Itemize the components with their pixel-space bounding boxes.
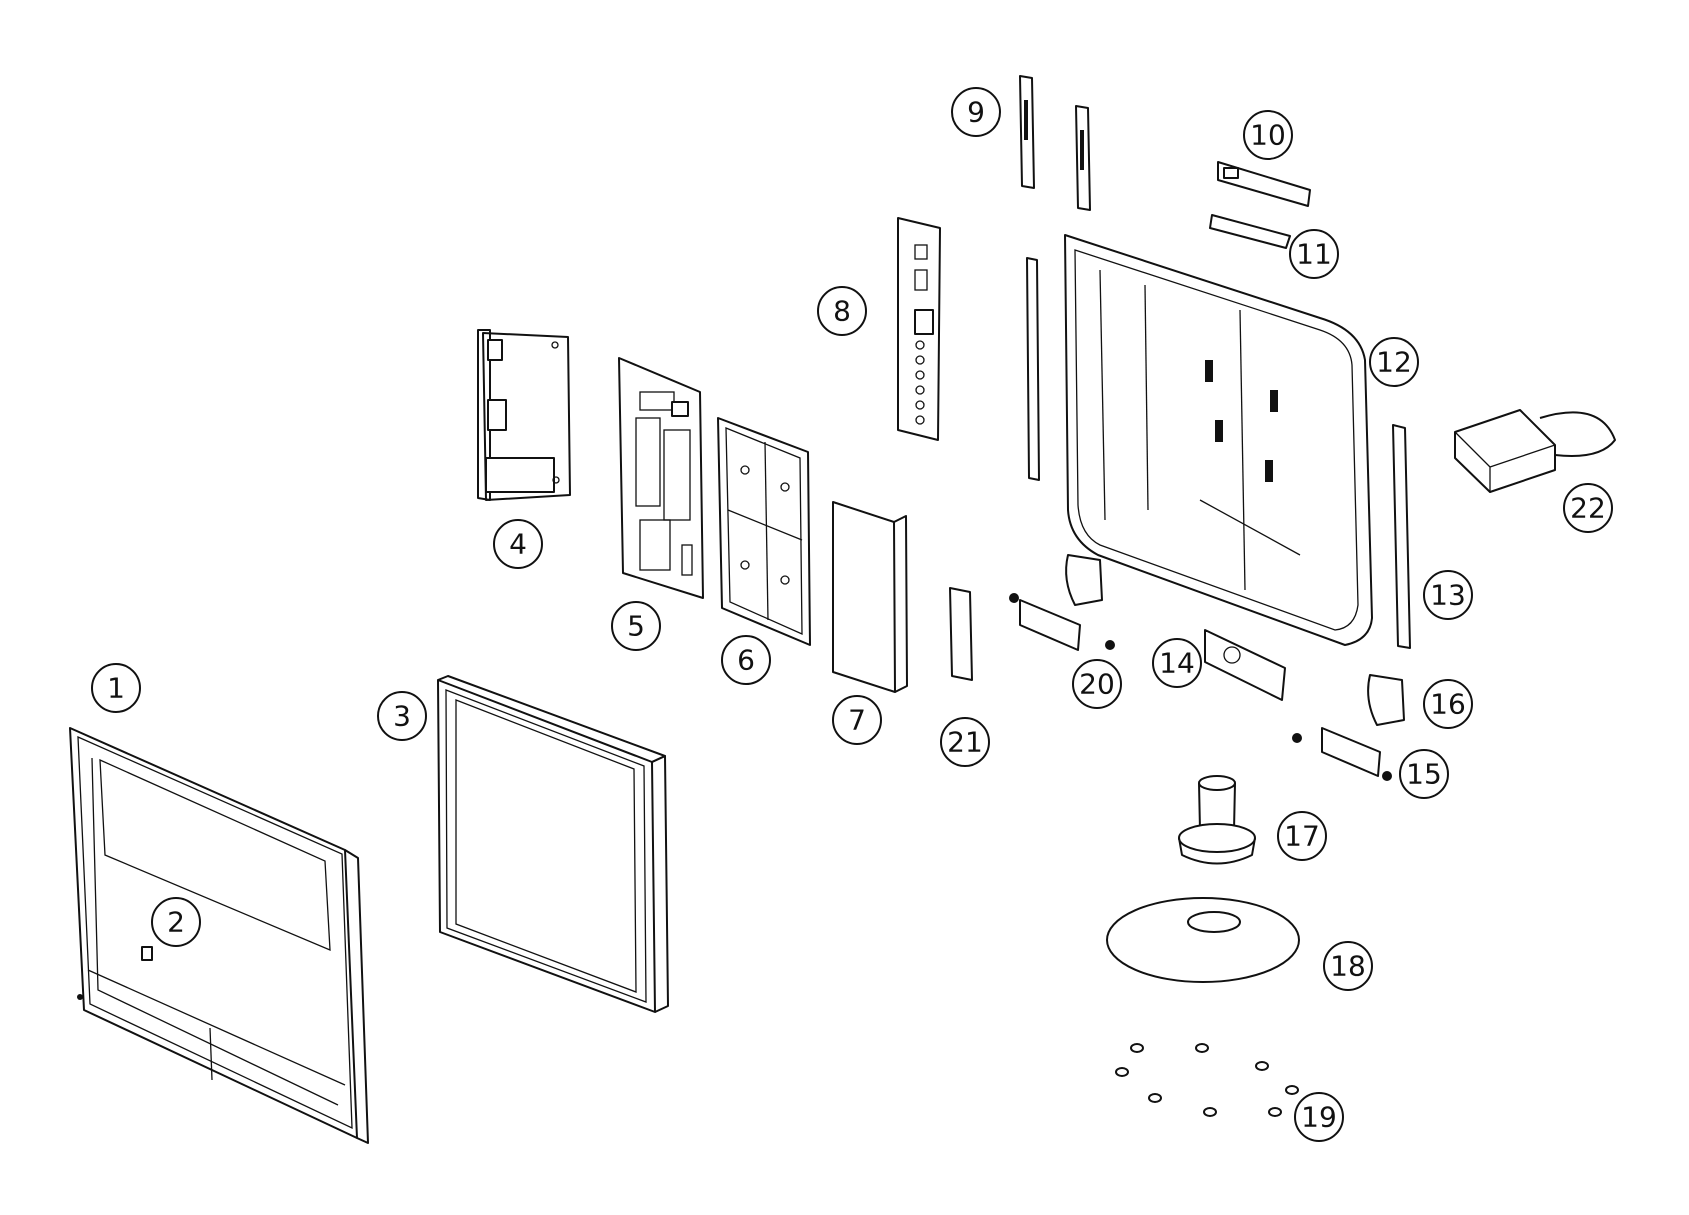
svg-text:19: 19: [1301, 1101, 1337, 1134]
stand-neck: [1178, 775, 1256, 865]
callout-1: 1: [91, 663, 141, 713]
callout-20: 20: [1072, 659, 1122, 709]
svg-text:11: 11: [1296, 238, 1332, 271]
callout-10: 10: [1243, 110, 1293, 160]
callout-13: 13: [1423, 570, 1473, 620]
speaker-bracket-left: [1009, 593, 1115, 651]
svg-text:13: 13: [1430, 579, 1466, 612]
callout-21: 21: [940, 717, 990, 767]
callout-12: 12: [1369, 337, 1419, 387]
svg-text:7: 7: [848, 704, 866, 737]
svg-text:20: 20: [1079, 668, 1115, 701]
svg-text:22: 22: [1570, 492, 1606, 525]
svg-text:18: 18: [1330, 950, 1366, 983]
callout-7: 7: [832, 695, 882, 745]
right-rail: [1392, 424, 1411, 649]
lcd-panel: [437, 675, 669, 1013]
button-bracket: [1217, 161, 1311, 207]
svg-text:8: 8: [833, 295, 851, 328]
callout-17: 17: [1277, 811, 1327, 861]
back-cover: [1064, 234, 1373, 646]
callout-6: 6: [721, 635, 771, 685]
svg-text:17: 17: [1284, 820, 1320, 853]
key-board: [1209, 214, 1291, 249]
callout-15: 15: [1399, 749, 1449, 799]
insulator-sheet: [832, 501, 908, 693]
svg-text:21: 21: [947, 726, 983, 759]
power-button: [141, 946, 153, 961]
svg-text:15: 15: [1406, 758, 1442, 791]
svg-text:16: 16: [1430, 688, 1466, 721]
svg-text:2: 2: [167, 906, 185, 939]
shield-plate: [618, 357, 704, 599]
svg-text:1: 1: [107, 672, 125, 705]
stand-base: [1106, 897, 1300, 983]
callout-8: 8: [817, 286, 867, 336]
svg-text:10: 10: [1250, 119, 1286, 152]
callout-18: 18: [1323, 941, 1373, 991]
callout-4: 4: [493, 519, 543, 569]
rubber-feet: [1115, 1043, 1299, 1117]
callout-14: 14: [1152, 638, 1202, 688]
svg-text:3: 3: [393, 700, 411, 733]
speakers: [1065, 554, 1405, 726]
svg-text:12: 12: [1376, 346, 1412, 379]
back-plate: [717, 417, 811, 646]
side-bracket: [897, 217, 941, 441]
callout-9: 9: [951, 87, 1001, 137]
main-board: [477, 329, 571, 501]
callout-2: 2: [151, 897, 201, 947]
callout-16: 16: [1423, 679, 1473, 729]
svg-text:9: 9: [967, 96, 985, 129]
callout-11: 11: [1289, 229, 1339, 279]
svg-text:14: 14: [1159, 647, 1195, 680]
callout-3: 3: [377, 691, 427, 741]
callout-22: 22: [1563, 483, 1613, 533]
front-bezel: [69, 727, 369, 1144]
left-rail: [1026, 257, 1040, 481]
svg-text:4: 4: [509, 528, 527, 561]
callout-5: 5: [611, 601, 661, 651]
accessory-cover: [1454, 409, 1616, 493]
small-card: [949, 587, 973, 681]
mounting-strips: [1019, 75, 1091, 211]
svg-text:5: 5: [627, 610, 645, 643]
speaker-bracket-right: [1292, 727, 1392, 781]
svg-text:6: 6: [737, 644, 755, 677]
stand-bracket: [1204, 629, 1286, 701]
callout-19: 19: [1294, 1092, 1344, 1142]
